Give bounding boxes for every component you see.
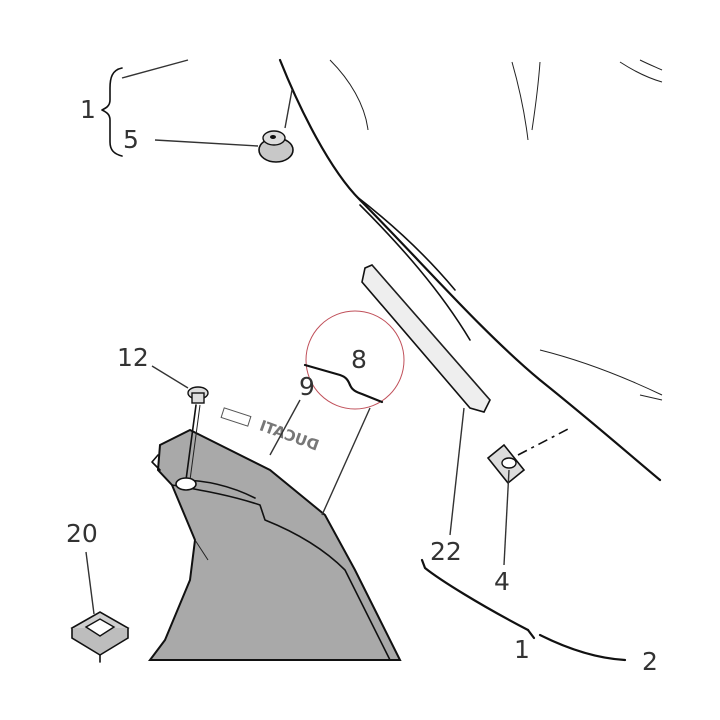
leader-lines <box>85 89 571 615</box>
ducati-decal-text: DUCATI <box>257 417 321 455</box>
screw-part <box>175 386 209 491</box>
callout-5: 5 <box>123 125 139 154</box>
seal-strip <box>361 264 491 413</box>
decal-group: DUCATI <box>220 407 321 455</box>
fairing-body <box>278 58 663 482</box>
callout-2-partial: 2 <box>642 647 658 676</box>
side-panel <box>148 428 402 661</box>
callout-22: 22 <box>430 537 462 566</box>
callout-12: 12 <box>117 343 149 372</box>
callout-1-top: 1 <box>80 95 96 124</box>
clip-nut <box>486 443 526 485</box>
callout-numbers: 1 5 12 8 9 20 22 4 1 2 <box>66 95 658 676</box>
bracket-lines <box>101 59 627 662</box>
callout-1-bottom: 1 <box>514 635 530 664</box>
callout-4: 4 <box>494 567 510 596</box>
rubber-mount <box>70 611 130 663</box>
callout-8: 8 <box>351 345 367 374</box>
highlight-circle <box>305 310 405 410</box>
rubber-grommet <box>258 130 294 163</box>
callout-9: 9 <box>299 372 315 401</box>
callout-20: 20 <box>66 519 98 548</box>
